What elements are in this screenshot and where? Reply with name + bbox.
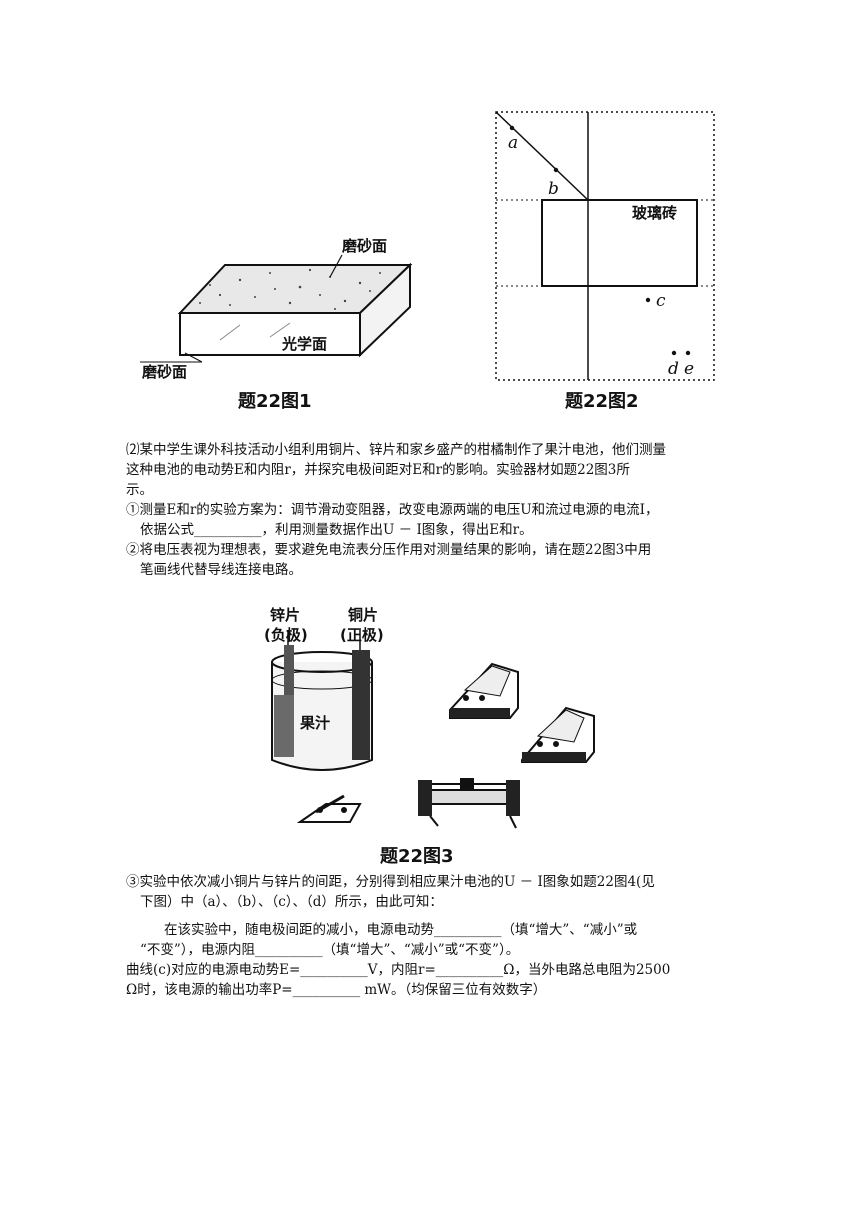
voltmeter: [521, 706, 595, 763]
copper-electrode: [352, 650, 370, 760]
text-line: ②将电压表视为理想表，要求避免电流表分压作用对测量结果的影响，请在题22图3中用: [126, 542, 652, 558]
text-line: “不变”），电源内阻__________（填“增大”、“减小”或“不变”）。: [140, 942, 520, 958]
text-line: 依据公式__________，利用测量数据作出U － I图象，得出E和r。: [140, 522, 533, 538]
switch: [296, 794, 362, 823]
point-b: b: [548, 179, 559, 199]
frosted-texture: [199, 268, 381, 310]
text-line: 笔画线代替导线连接电路。: [140, 562, 302, 578]
point-a: a: [508, 133, 518, 153]
ammeter: [449, 662, 519, 719]
text-line: 下图）中（a）、（b）、（c）、（d）所示，由此可知：: [140, 894, 443, 910]
label-juice: 果汁: [299, 714, 330, 732]
figure-1-caption: 题22图1: [238, 391, 312, 412]
text-line: ①测量E和r的实验方案为：调节滑动变阻器，改变电源两端的电压U和流过电源的电流I…: [126, 502, 659, 518]
incident-ray: [495, 111, 589, 201]
label-frosted-top: 磨砂面: [341, 237, 387, 255]
glass-brick: [541, 199, 698, 287]
text-line: ③实验中依次减小铜片与锌片的间距，分别得到相应果汁电池的U － I图象如题22图…: [126, 874, 655, 890]
label-copper-sub: (正极): [340, 626, 384, 644]
figure-3-caption: 题22图3: [380, 846, 454, 867]
point-e: e: [684, 359, 694, 379]
figure-3-apparatus: 锌片 (负极) 铜片 (正极) 果汁: [264, 606, 595, 829]
text-line: ⑵某中学生课外科技活动小组利用铜片、锌片和家乡盛产的柑橘制作了果汁电池，他们测量: [126, 442, 666, 458]
brick-front-face: [179, 312, 361, 356]
label-frosted-bottom: 磨砂面: [141, 363, 187, 381]
beaker: [271, 630, 373, 771]
point-c: c: [656, 291, 666, 311]
zinc-electrode: [284, 645, 294, 695]
rheostat: [418, 778, 520, 829]
text-line: 这种电池的电动势E和内阻r，并探究电极间距对E和r的影响。实验器材如题22图3所: [126, 462, 630, 478]
paper-frame: [495, 111, 715, 381]
label-optical-face: 光学面: [281, 335, 327, 353]
point-d: d: [668, 359, 679, 379]
question-part-3: ③实验中依次减小铜片与锌片的间距，分别得到相应果汁电池的U － I图象如题22图…: [126, 872, 738, 1000]
label-zinc: 锌片: [270, 606, 300, 624]
text-line: Ω时，该电源的输出功率P=__________ mW。（均保留三位有效数字）: [126, 982, 547, 998]
figure-1-glass-brick: 磨砂面 光学面 磨砂面: [140, 237, 413, 381]
figure-2-refraction: a b 玻璃砖 c d e: [495, 111, 715, 381]
text-line: 在该实验中，随电极间距的减小，电源电动势__________（填“增大”、“减小…: [164, 922, 638, 938]
text-line: 曲线(c)对应的电源电动势E=__________V，内阻r=_________…: [126, 962, 671, 978]
brick-side-face: [359, 262, 411, 358]
figure-2-caption: 题22图2: [565, 391, 639, 412]
text-line: 示。: [126, 482, 153, 498]
question-part-2: ⑵某中学生课外科技活动小组利用铜片、锌片和家乡盛产的柑橘制作了果汁电池，他们测量…: [126, 440, 736, 580]
label-copper: 铜片: [348, 606, 378, 624]
label-glass-brick: 玻璃砖: [632, 204, 677, 222]
label-zinc-sub: (负极): [264, 626, 308, 644]
